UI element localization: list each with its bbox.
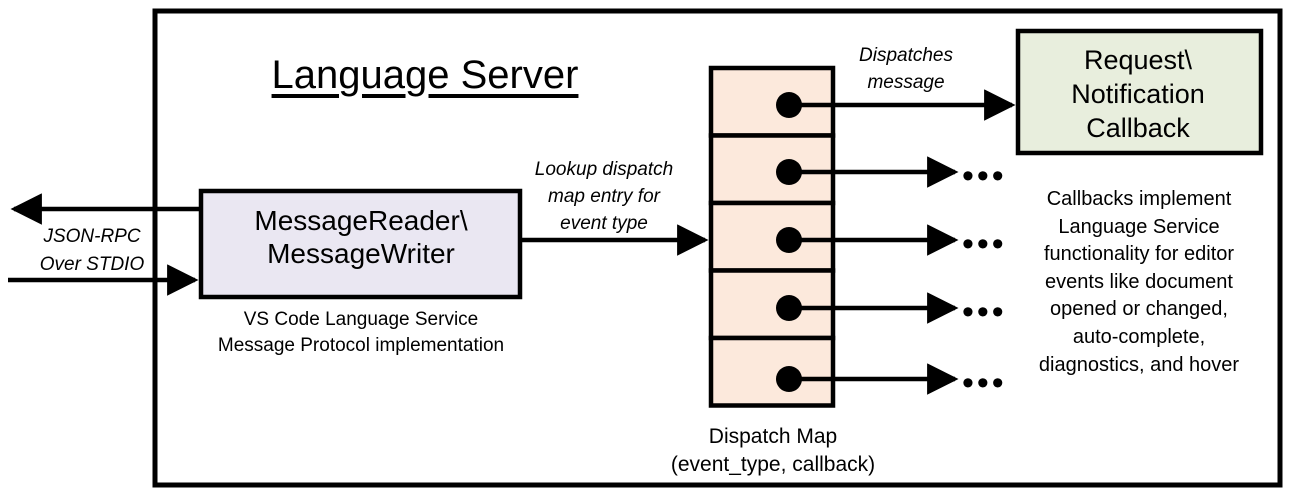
ellipsis-row-5: ••• — [962, 364, 1007, 402]
dispatch-map-row-1[interactable] — [708, 65, 836, 138]
message-reader-writer-label: MessageReader\ MessageWriter — [254, 205, 468, 270]
lookup-dispatch-edge-label: Lookup dispatch map entry for event type — [534, 159, 674, 234]
ellipsis-row-4: ••• — [962, 293, 1007, 331]
dispatch-map-table[interactable] — [708, 65, 836, 408]
dispatch-map-row-5[interactable] — [708, 335, 836, 408]
request-notification-callback-label: Request\ Notification Callback — [1071, 45, 1205, 143]
language-server-container — [152, 8, 1283, 488]
dispatch-map-row-4[interactable] — [708, 268, 836, 341]
message-reader-writer-box[interactable] — [198, 188, 523, 300]
message-reader-writer-caption: VS Code Language Service Message Protoco… — [217, 309, 505, 356]
dispatch-map-row-2[interactable] — [708, 133, 836, 206]
json-rpc-stdio-label: JSON-RPC Over STDIO — [39, 226, 145, 275]
page-title: Language Server — [271, 53, 579, 97]
request-notification-callback-box[interactable] — [1015, 28, 1264, 156]
dispatches-message-edge-label: Dispatches message — [859, 45, 953, 93]
dispatch-map-caption: Dispatch Map (event_type, callback) — [670, 425, 876, 477]
callback-description-caption: Callbacks implement Language Service fun… — [1038, 188, 1240, 376]
ellipsis-row-2: ••• — [962, 157, 1007, 195]
dispatch-map-row-3[interactable] — [708, 200, 836, 273]
ellipsis-row-3: ••• — [962, 225, 1007, 263]
